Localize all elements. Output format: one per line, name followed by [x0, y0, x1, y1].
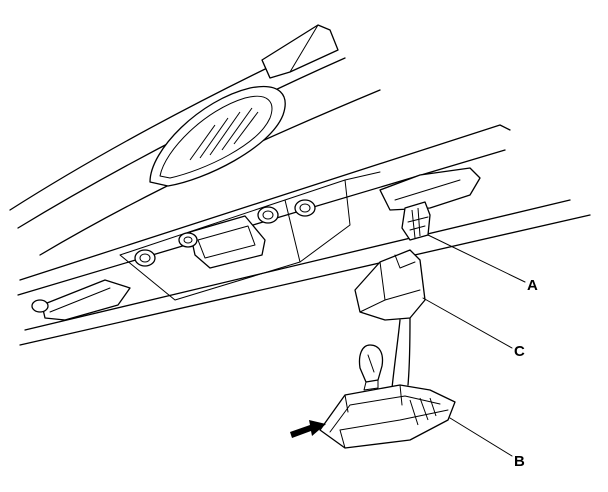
push-direction-arrow-icon — [290, 420, 326, 438]
wedge-bulb — [358, 344, 384, 391]
callout-label-c: C — [514, 343, 525, 360]
callout-label-a: A — [527, 277, 538, 294]
lamp-socket-c — [354, 249, 426, 389]
connector-a — [401, 201, 431, 241]
trunk-handle-recess — [149, 86, 286, 187]
rear-garnish-panel — [17, 124, 591, 346]
left-license-lamp-lens — [31, 279, 131, 321]
leader-lines — [422, 234, 526, 457]
mounting-holes — [134, 199, 316, 267]
lamp-lens-assembly-b — [319, 384, 456, 449]
right-lamp-housing — [379, 167, 481, 211]
callout-label-b: B — [514, 453, 525, 470]
latch-striker — [178, 215, 266, 269]
